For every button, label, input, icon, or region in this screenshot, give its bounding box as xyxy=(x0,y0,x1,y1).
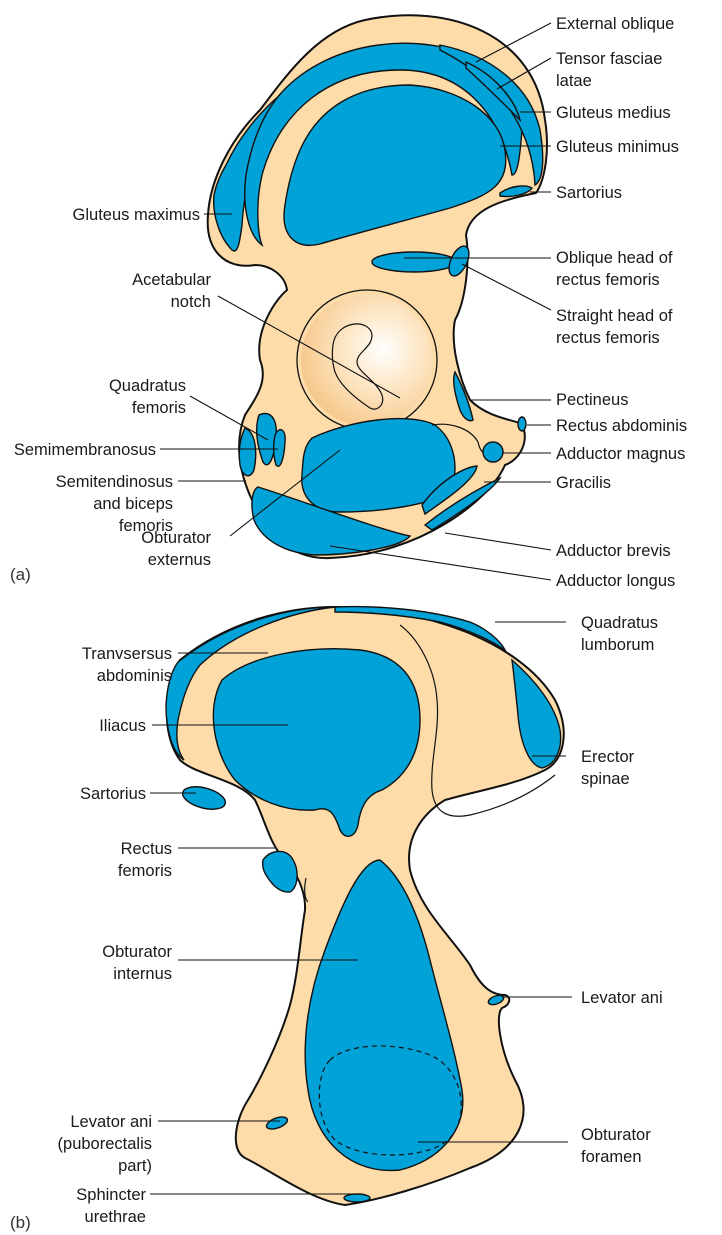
sartorius-area-b xyxy=(180,783,228,814)
label-adductor-brevis: Adductor brevis xyxy=(556,542,671,560)
label-adductor-magnus: Adductor magnus xyxy=(556,445,685,463)
leader-adductor-longus xyxy=(330,546,551,580)
label-sartorius-b: Sartorius xyxy=(80,785,146,803)
adductor-magnus-area xyxy=(483,442,503,462)
label-semimembranosus: Semimembranosus xyxy=(14,441,156,459)
label-pectineus: Pectineus xyxy=(556,391,628,409)
label-iliacus: Iliacus xyxy=(99,717,146,735)
leader-adductor-brevis xyxy=(445,533,551,550)
label-sartorius-a: Sartorius xyxy=(556,184,622,202)
label-gluteus-minimus: Gluteus minimus xyxy=(556,138,679,156)
rectus-abdominis-area xyxy=(518,417,526,431)
panel-b-label: (b) xyxy=(10,1213,31,1232)
panel-a-label: (a) xyxy=(10,565,31,584)
label-rectus-abdominis: Rectus abdominis xyxy=(556,417,687,435)
sphincter-urethrae-area xyxy=(344,1194,370,1202)
label-gracilis: Gracilis xyxy=(556,474,611,492)
label-gluteus-medius: Gluteus medius xyxy=(556,104,671,122)
rectus-femoris-area-b xyxy=(263,851,297,892)
label-gluteus-maximus: Gluteus maximus xyxy=(73,206,200,224)
label-levator-ani: Levator ani xyxy=(581,989,663,1007)
leader-straight-head xyxy=(462,264,551,310)
label-external-oblique: External oblique xyxy=(556,15,674,33)
oblique-head-rectus-femoris-area xyxy=(372,252,456,272)
label-adductor-longus: Adductor longus xyxy=(556,572,675,590)
